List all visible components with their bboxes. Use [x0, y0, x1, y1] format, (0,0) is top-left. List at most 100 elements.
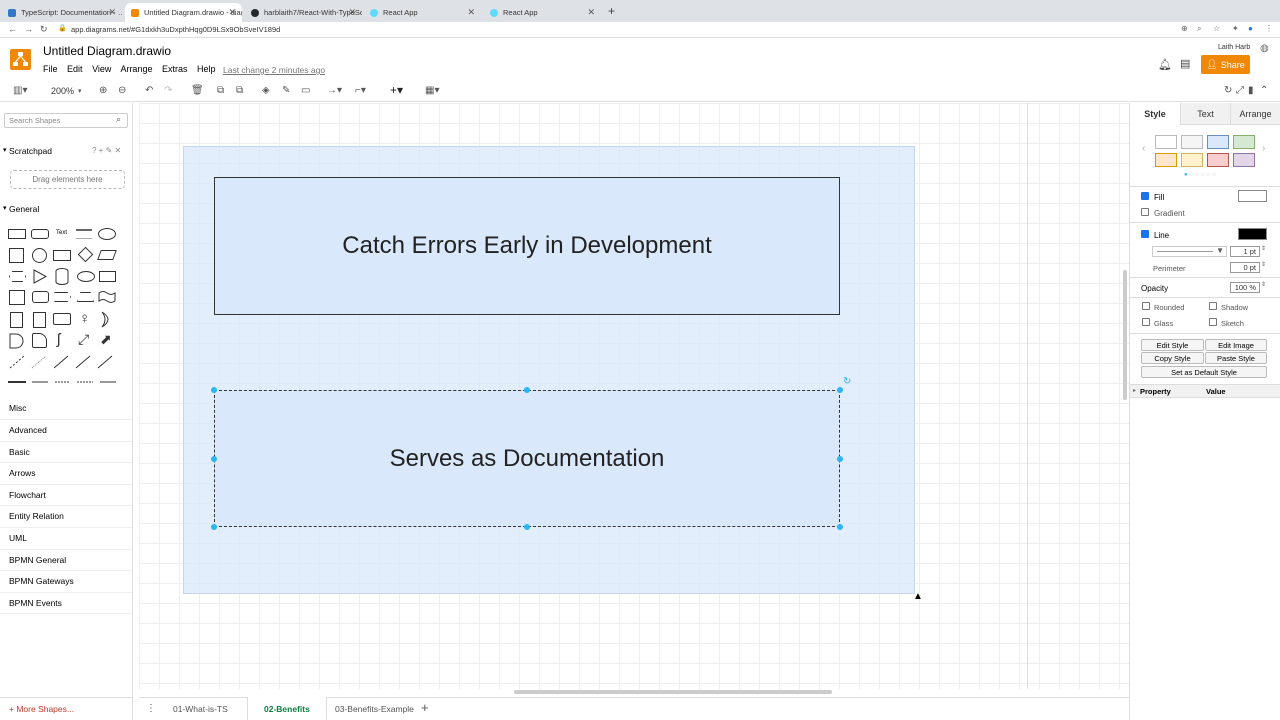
opacity-input[interactable]: 100 % — [1230, 282, 1260, 293]
search-icon[interactable]: ⌕ — [116, 114, 122, 124]
note-shape[interactable] — [10, 312, 23, 328]
expand-icon[interactable]: ▾ — [3, 147, 7, 154]
rounded-checkbox[interactable] — [1142, 302, 1150, 310]
line-style-select[interactable]: ▼ — [1152, 246, 1227, 257]
color-swatch[interactable] — [1233, 135, 1255, 149]
format-panel-icon[interactable]: ▥▾ — [13, 85, 28, 96]
category-bpmn-gateways[interactable]: BPMN Gateways — [9, 576, 74, 586]
menu-icon[interactable]: ⋮ — [1265, 24, 1273, 33]
spinner-icon[interactable]: ⇕ — [1261, 246, 1267, 252]
color-swatch[interactable] — [1181, 135, 1203, 149]
pages-menu-icon[interactable]: ⋮ — [146, 703, 156, 714]
copy-style-button[interactable]: Copy Style — [1141, 352, 1204, 364]
share-button[interactable]: 👤︎ Share — [1201, 55, 1250, 74]
spinner-icon[interactable]: ⇕ — [1261, 262, 1267, 268]
resize-handle[interactable] — [524, 524, 530, 530]
callout-shape[interactable] — [53, 313, 71, 325]
color-swatch[interactable] — [1207, 135, 1229, 149]
ellipse-shape[interactable] — [98, 228, 116, 240]
resize-handle[interactable] — [837, 456, 843, 462]
rotate-handle-icon[interactable]: ↻ — [843, 376, 852, 387]
connector-shapes[interactable] — [8, 377, 118, 387]
zoom-select[interactable]: 200% — [51, 86, 75, 96]
to-back-icon[interactable]: ⧉ — [236, 85, 244, 96]
resize-handle[interactable] — [211, 456, 217, 462]
color-swatch[interactable] — [1155, 153, 1177, 167]
document-shape[interactable] — [99, 271, 116, 282]
insert-icon[interactable]: +▾ — [390, 83, 404, 97]
resize-handle[interactable] — [837, 524, 843, 530]
expand-icon[interactable]: ▸ — [1133, 388, 1137, 394]
resize-handle[interactable] — [837, 387, 843, 393]
browser-tab[interactable]: React App ✕ — [364, 3, 481, 22]
comment-icon[interactable]: ▤ — [1180, 58, 1191, 70]
fill-color-button[interactable] — [1238, 190, 1267, 202]
collapse-icon[interactable]: ⌃ — [1260, 85, 1269, 96]
bell-icon[interactable]: 🔔︎ — [1158, 59, 1172, 71]
expand-icon[interactable]: ▾ — [3, 205, 7, 212]
arrow-shape[interactable]: ⬈ — [100, 331, 112, 347]
process-shape[interactable] — [53, 250, 71, 261]
menu-extras[interactable]: Extras — [161, 64, 188, 74]
category-advanced[interactable]: Advanced — [9, 425, 47, 435]
scratchpad-header[interactable]: Scratchpad — [9, 146, 52, 156]
paste-style-button[interactable]: Paste Style — [1205, 352, 1267, 364]
line-checkbox[interactable] — [1141, 230, 1149, 238]
delay-shape[interactable] — [8, 333, 24, 349]
tab-text[interactable]: Text — [1180, 103, 1230, 125]
menu-arrange[interactable]: Arrange — [120, 64, 153, 74]
bidirectional-arrow-shape[interactable]: ⤢ — [78, 331, 90, 347]
general-header[interactable]: General — [9, 204, 40, 214]
set-default-style-button[interactable]: Set as Default Style — [1141, 366, 1267, 378]
cube-shape[interactable] — [32, 291, 49, 303]
close-tab-icon[interactable]: ✕ — [348, 7, 356, 17]
connection-icon[interactable]: →▾ — [327, 85, 343, 96]
color-swatch[interactable] — [1233, 153, 1255, 167]
cylinder-shape[interactable] — [55, 268, 69, 285]
back-icon[interactable]: ← — [8, 24, 17, 34]
category-bpmn-events[interactable]: BPMN Events — [9, 598, 62, 608]
undo-icon[interactable]: ↶ — [145, 85, 154, 96]
color-swatch[interactable] — [1207, 153, 1229, 167]
menu-file[interactable]: File — [43, 64, 58, 74]
zoom-in-icon[interactable]: ⊕ — [99, 85, 108, 96]
category-uml[interactable]: UML — [9, 533, 27, 543]
reload-icon[interactable]: ↻ — [40, 24, 48, 34]
square-shape[interactable] — [9, 248, 24, 263]
delete-icon[interactable]: 🗑︎ — [191, 85, 204, 96]
swatch-pager[interactable]: ●○○○○○ — [1184, 172, 1218, 178]
color-swatch[interactable] — [1181, 153, 1203, 167]
scratchpad-drop-zone[interactable]: Drag elements here — [10, 170, 125, 189]
scratchpad-actions-icon[interactable]: ? + ✎ ✕ — [92, 146, 122, 155]
page-tab-03[interactable]: 03-Benefits-Example — [335, 704, 414, 714]
star-icon[interactable]: ☆ — [1213, 24, 1221, 33]
browser-tab[interactable]: React App ✕ — [484, 3, 601, 22]
format-toggle-icon[interactable]: ▮ — [1248, 85, 1254, 96]
close-tab-icon[interactable]: ✕ — [108, 7, 116, 17]
data-storage-shape[interactable] — [32, 333, 47, 348]
rounded-rectangle-shape[interactable] — [31, 229, 49, 239]
more-shapes-button[interactable]: + More Shapes... — [9, 704, 74, 714]
chevron-left-icon[interactable]: ‹ — [1142, 143, 1146, 154]
textbox-shape[interactable] — [76, 229, 92, 239]
resize-handle[interactable] — [211, 524, 217, 530]
menu-help[interactable]: Help — [197, 64, 216, 74]
browser-tab[interactable]: TypeScript: Documentation - … ✕ — [2, 3, 122, 22]
vertical-scrollbar[interactable] — [1123, 270, 1127, 400]
rectangle-shape[interactable] — [8, 229, 26, 239]
extension-icon[interactable]: ✦ — [1232, 24, 1239, 33]
chevron-right-icon[interactable]: › — [1262, 143, 1266, 154]
close-tab-icon[interactable]: ✕ — [467, 7, 475, 17]
line-width-input[interactable]: 1 pt — [1230, 246, 1260, 257]
shadow-icon[interactable]: ▭ — [301, 85, 311, 96]
url-text[interactable]: app.diagrams.net/#G1dxkh3uDxpthHqg0D9LSx… — [71, 25, 281, 34]
to-front-icon[interactable]: ⧉ — [217, 85, 225, 96]
category-basic[interactable]: Basic — [9, 447, 30, 457]
hexagon-shape[interactable] — [9, 271, 26, 282]
menu-view[interactable]: View — [92, 64, 112, 74]
close-tab-icon[interactable]: ✕ — [228, 7, 236, 17]
page-tab-02[interactable]: 02-Benefits — [264, 704, 310, 714]
chevron-down-icon[interactable]: ▾ — [78, 88, 82, 95]
browser-tab[interactable]: harblaith7/React-With-TypeSc ✕ — [245, 3, 362, 22]
internal-storage-shape[interactable] — [9, 290, 25, 305]
